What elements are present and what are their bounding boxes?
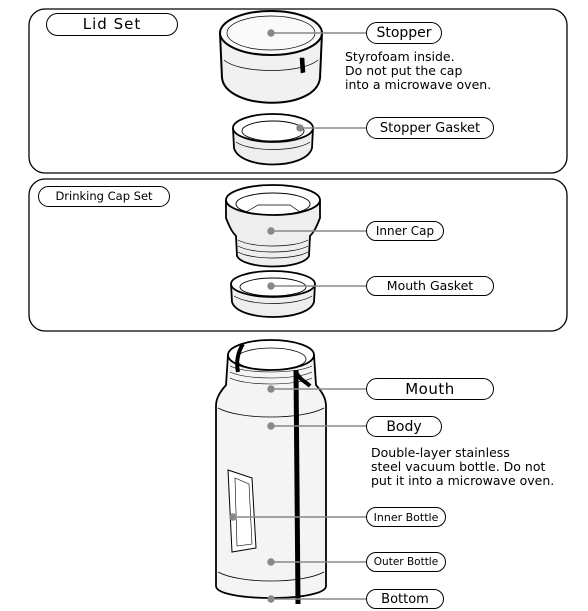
body-note: Double-layer stainless steel vacuum bott…	[371, 446, 554, 488]
mouth-gasket-label: Mouth Gasket	[366, 276, 494, 296]
stopper-illustration	[220, 11, 322, 103]
lid-set-label: Lid Set	[46, 13, 178, 36]
stopper-note: Styrofoam inside. Do not put the cap int…	[345, 50, 491, 92]
outer-bottle-label: Outer Bottle	[366, 552, 446, 572]
mouth-label: Mouth	[366, 378, 494, 400]
inner-cap-illustration	[226, 185, 320, 267]
drinking-cap-set-label: Drinking Cap Set	[38, 186, 170, 207]
stopper-gasket-label: Stopper Gasket	[366, 117, 494, 139]
bottom-label: Bottom	[366, 589, 444, 609]
body-label: Body	[366, 416, 442, 437]
inner-bottle-label: Inner Bottle	[366, 507, 446, 527]
mouth-gasket-illustration	[231, 271, 315, 317]
stopper-gasket-illustration	[233, 114, 313, 165]
stopper-label: Stopper	[366, 22, 442, 44]
inner-cap-label: Inner Cap	[366, 221, 444, 241]
